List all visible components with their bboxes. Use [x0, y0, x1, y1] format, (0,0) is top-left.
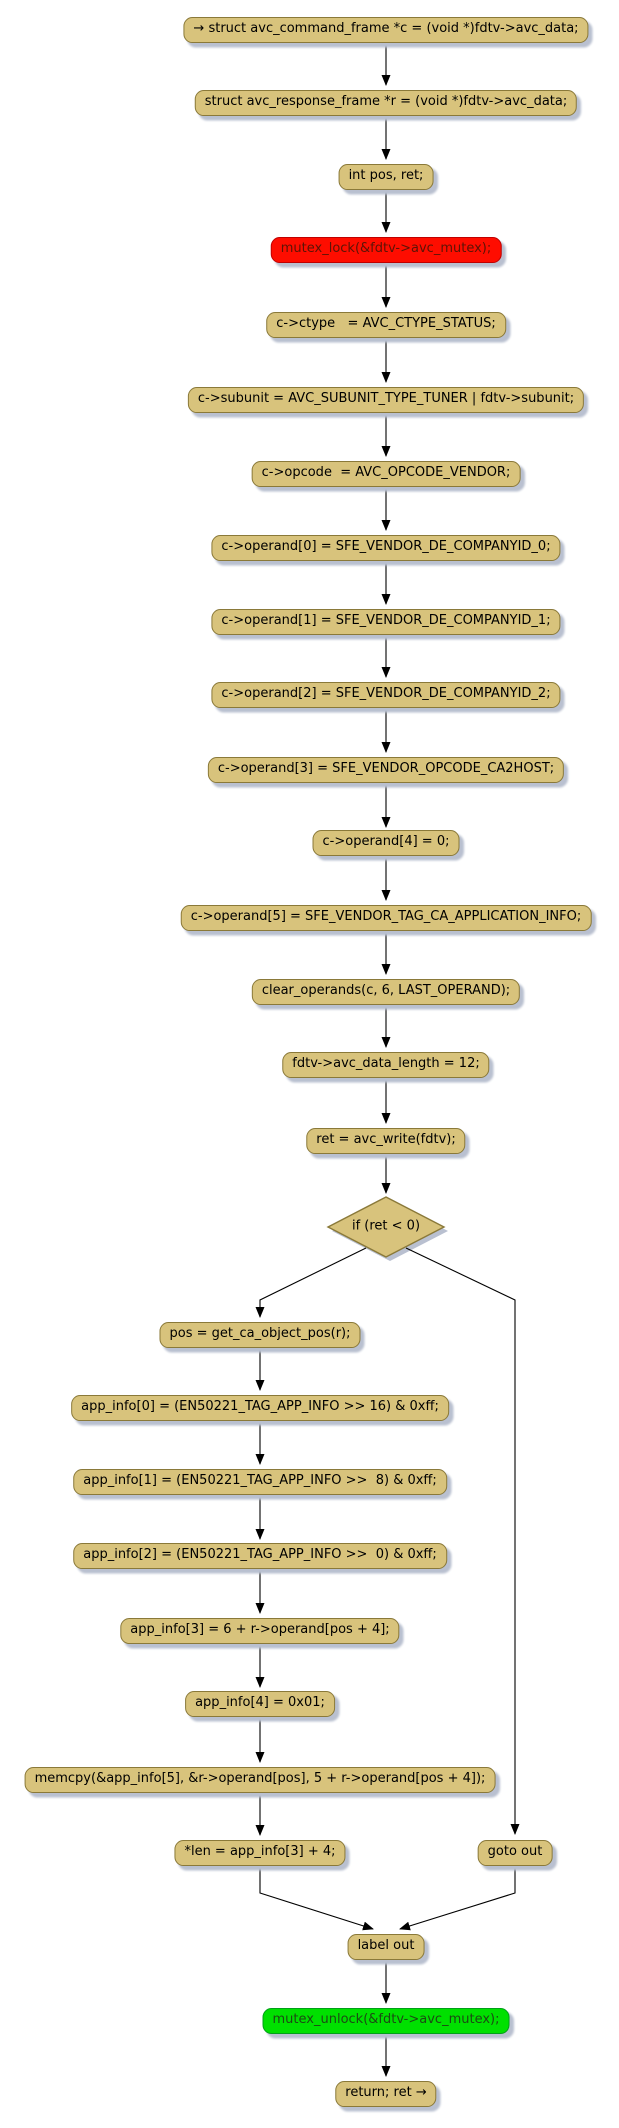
flow-node-n16: ret = avc_write(fdtv); — [306, 1128, 466, 1154]
flow-edge-merge-right — [399, 1868, 516, 1931]
flow-node-n20: app_info[2] = (EN50221_TAG_APP_INFO >> 0… — [73, 1543, 447, 1569]
flow-node-n2: struct avc_response_frame *r = (void *)f… — [194, 90, 578, 116]
flow-node-n21: app_info[3] = 6 + r->operand[pos + 4]; — [120, 1618, 400, 1644]
flow-node-n23: memcpy(&app_info[5], &r->operand[pos], 5… — [24, 1767, 496, 1793]
flow-node-n12: c->operand[4] = 0; — [312, 830, 460, 856]
flow-node-n19: app_info[1] = (EN50221_TAG_APP_INFO >> 8… — [73, 1469, 447, 1495]
flow-node-n4: mutex_lock(&fdtv->avc_mutex); — [270, 237, 502, 263]
flow-node-n1: → struct avc_command_frame *c = (void *)… — [183, 17, 589, 43]
flow-node-n10: c->operand[2] = SFE_VENDOR_DE_COMPANYID_… — [211, 682, 561, 708]
flow-node-n15: fdtv->avc_data_length = 12; — [282, 1052, 490, 1078]
flow-node-n27: mutex_unlock(&fdtv->avc_mutex); — [262, 2008, 510, 2034]
flow-node-n28: return; ret → — [335, 2081, 437, 2107]
flow-edge-branch-right — [405, 1247, 520, 1835]
flow-node-n7: c->opcode = AVC_OPCODE_VENDOR; — [251, 461, 521, 487]
flow-node-n6: c->subunit = AVC_SUBUNIT_TYPE_TUNER | fd… — [187, 387, 585, 413]
flow-node-n17: pos = get_ca_object_pos(r); — [159, 1322, 361, 1348]
flow-node-n25: goto out — [477, 1840, 553, 1866]
flow-node-d1: if (ret < 0) — [351, 1218, 421, 1234]
flow-node-n8: c->operand[0] = SFE_VENDOR_DE_COMPANYID_… — [211, 535, 561, 561]
flow-node-n11: c->operand[3] = SFE_VENDOR_OPCODE_CA2HOS… — [207, 757, 565, 783]
flow-node-n26: label out — [347, 1934, 425, 1960]
flow-node-n24: *len = app_info[3] + 4; — [174, 1840, 346, 1866]
flow-node-n3: int pos, ret; — [338, 164, 434, 190]
flow-node-n22: app_info[4] = 0x01; — [185, 1691, 335, 1717]
flow-node-n13: c->operand[5] = SFE_VENDOR_TAG_CA_APPLIC… — [180, 905, 592, 931]
flow-node-n9: c->operand[1] = SFE_VENDOR_DE_COMPANYID_… — [211, 609, 561, 635]
flow-edge-branch-left — [255, 1247, 367, 1318]
flow-edge-merge-left — [259, 1868, 374, 1931]
flow-node-n18: app_info[0] = (EN50221_TAG_APP_INFO >> 1… — [71, 1395, 449, 1421]
flow-node-n14: clear_operands(c, 6, LAST_OPERAND); — [251, 979, 521, 1005]
decision-diamond — [326, 1196, 446, 1258]
flow-node-n5: c->ctype = AVC_CTYPE_STATUS; — [266, 312, 506, 338]
